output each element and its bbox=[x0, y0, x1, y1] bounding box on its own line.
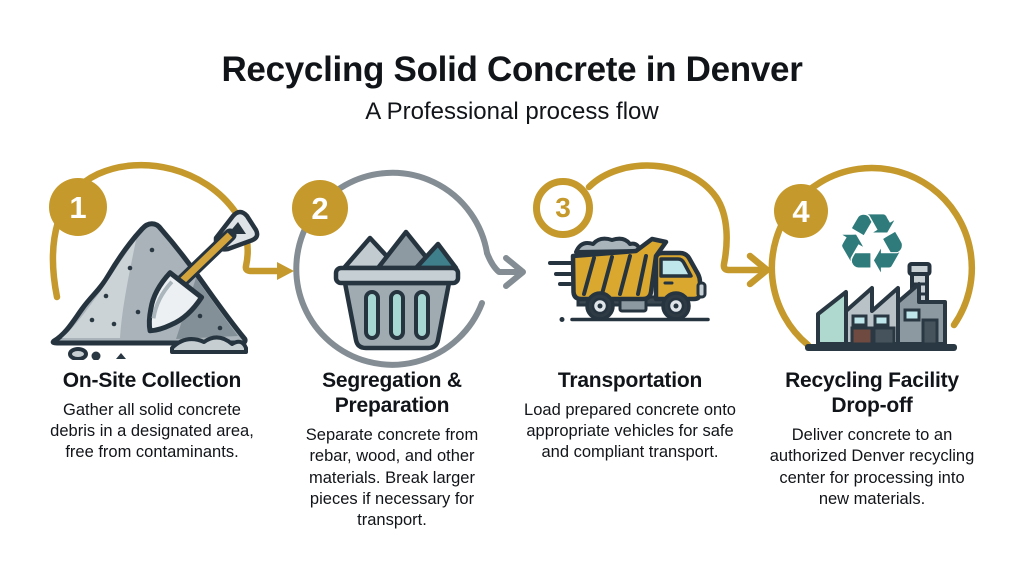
dump-truck-icon bbox=[548, 236, 710, 322]
step-4-heading: Recycling Facility Drop-off bbox=[785, 369, 959, 418]
step-4-number-badge: 4 bbox=[774, 184, 828, 238]
step-3-description: Load prepared concrete onto appropriate … bbox=[524, 401, 736, 462]
recycle-symbol-icon: ♻ bbox=[835, 197, 909, 292]
step-2-number-badge: 2 bbox=[292, 180, 348, 236]
step-2-description: Separate concrete from rebar, wood, and … bbox=[305, 426, 479, 529]
step-4-text: Recycling Facility Drop-off Deliver conc… bbox=[764, 368, 980, 510]
step-1-description: Gather all solid concrete debris in a de… bbox=[50, 401, 254, 462]
step-4-description: Deliver concrete to an authorized Denver… bbox=[769, 426, 975, 508]
sorting-basket-icon bbox=[333, 229, 461, 351]
step-2-heading: Segregation & Preparation bbox=[322, 369, 462, 418]
step-1-text: On-Site Collection Gather all solid conc… bbox=[44, 368, 260, 464]
page-title: Recycling Solid Concrete in Denver bbox=[221, 50, 803, 89]
step-3-number-badge: 3 bbox=[533, 178, 593, 238]
step-3-heading: Transportation bbox=[557, 369, 703, 392]
step-2-text: Segregation & Preparation Separate concr… bbox=[284, 368, 500, 531]
step-1-number-badge: 1 bbox=[49, 178, 107, 236]
concrete-pile-shovel-icon bbox=[50, 209, 260, 360]
page-subtitle: A Professional process flow bbox=[365, 98, 659, 125]
step-3-text: Transportation Load prepared concrete on… bbox=[522, 368, 738, 464]
recycling-facility-icon: ♻ bbox=[805, 197, 957, 351]
step-1-heading: On-Site Collection bbox=[62, 369, 242, 392]
